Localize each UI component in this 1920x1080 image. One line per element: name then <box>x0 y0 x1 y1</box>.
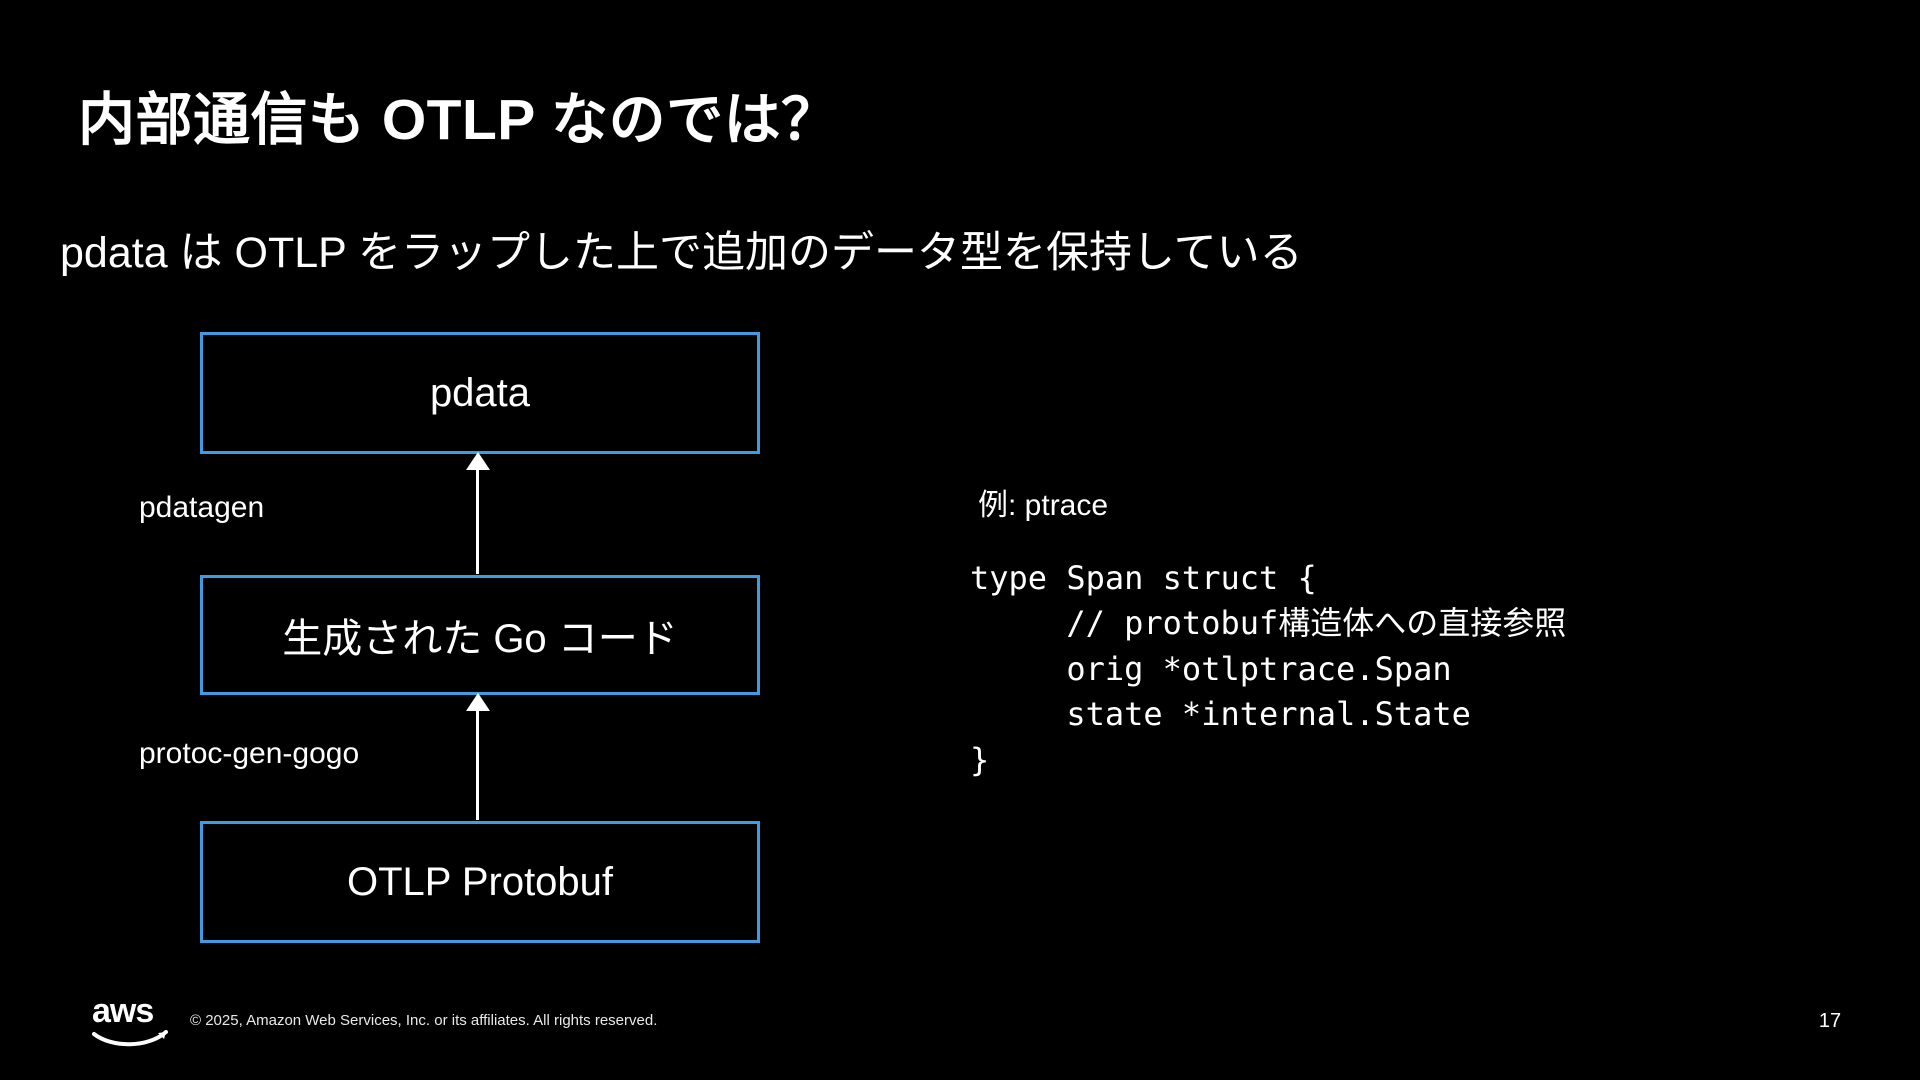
diagram-node-pdata: pdata <box>200 332 760 454</box>
diagram-node-generated-go-code: 生成された Go コード <box>200 575 760 695</box>
page-title: 内部通信も OTLP なのでは？ <box>78 88 839 153</box>
diagram-node-pdata-label: pdata <box>429 370 531 415</box>
page-number: 17 <box>1818 1010 1842 1032</box>
arrow-head-up-icon-2 <box>466 693 490 711</box>
edge-label-protoc-gen-gogo: protoc-gen-gogo <box>139 737 360 770</box>
arrow-head-up-icon <box>466 452 490 470</box>
code-example-caption: 例: ptrace <box>978 489 1109 522</box>
arrow-gocode-to-pdata <box>476 462 479 574</box>
diagram-node-otlp-protobuf-label: OTLP Protobuf <box>346 859 614 904</box>
aws-logo-icon: aws <box>92 992 176 1050</box>
copyright-text: © 2025, Amazon Web Services, Inc. or its… <box>190 1012 658 1029</box>
slide-subtitle: pdata は OTLP をラップした上で追加のデータ型を保持している <box>60 229 1303 277</box>
code-example-block: type Span struct { // protobuf構造体への直接参照 … <box>970 559 1567 779</box>
diagram-node-generated-go-code-label: 生成された Go コード <box>282 617 678 661</box>
edge-label-pdatagen: pdatagen <box>139 491 265 524</box>
code-example-panel: 例: ptrace type Span struct { // protobuf… <box>970 480 1830 783</box>
svg-text:aws: aws <box>92 992 153 1030</box>
diagram-node-otlp-protobuf: OTLP Protobuf <box>200 821 760 943</box>
arrow-protobuf-to-gocode <box>476 703 479 820</box>
architecture-diagram: pdata pdatagen 生成された Go コード protoc-gen-g… <box>139 332 760 943</box>
